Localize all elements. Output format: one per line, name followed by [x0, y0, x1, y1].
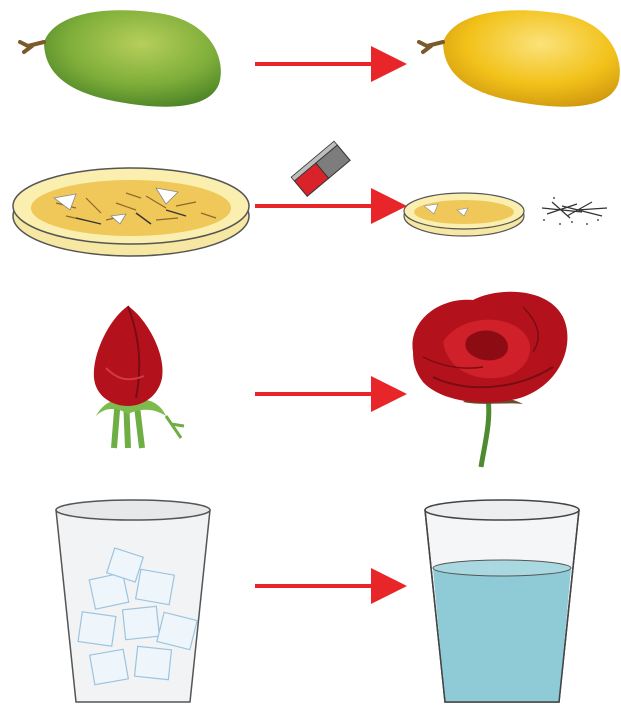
- iron-filings-in-sand-dish-icon: [6, 158, 256, 263]
- raw-green-mango-icon: [14, 2, 229, 112]
- ripe-yellow-mango-icon: [413, 2, 621, 112]
- row-mango: [0, 0, 621, 130]
- row-magnet-separation: [0, 140, 621, 270]
- arrow-right-icon: [255, 46, 410, 87]
- row-rose: [0, 280, 621, 470]
- rose-bud-icon: [66, 298, 191, 448]
- glass-of-ice-cubes-icon: [52, 496, 214, 708]
- arrow-right-icon: [255, 568, 410, 609]
- arrow-right-icon: [255, 376, 410, 417]
- glass-of-water-icon: [421, 496, 583, 708]
- arrow-right-icon: [255, 188, 410, 229]
- row-ice-melting: [0, 490, 621, 711]
- sand-dish-and-separated-pins-icon: [402, 186, 617, 241]
- bloomed-rose-icon: [403, 282, 578, 472]
